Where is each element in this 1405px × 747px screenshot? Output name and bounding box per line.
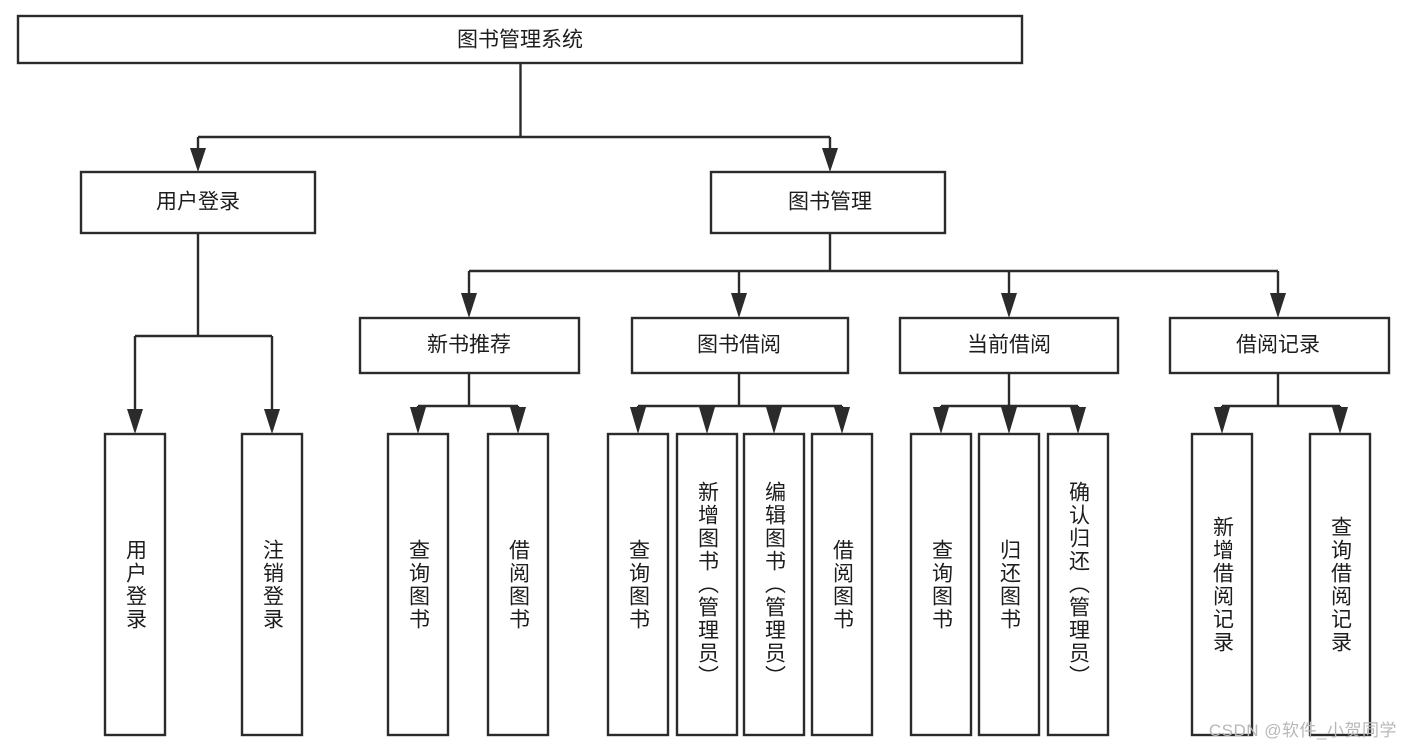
arrow-head-icon [461, 293, 477, 318]
arrow-head-icon [699, 407, 715, 434]
node-book-mgmt-label: 图书管理 [788, 191, 872, 214]
node-leaf-box[interactable] [1046, 432, 1110, 737]
node-current-borrow-box[interactable] [898, 316, 1120, 375]
node-leaf-box[interactable] [103, 432, 167, 737]
node-leaf-box[interactable] [1308, 432, 1372, 737]
node-leaf-box[interactable] [810, 432, 874, 737]
node-leaf-box[interactable] [909, 432, 973, 737]
node-new-books-box[interactable] [358, 316, 581, 375]
arrow-head-icon [190, 148, 206, 172]
arrow-head-icon [510, 407, 526, 434]
arrow-head-icon [933, 407, 949, 434]
node-user-login-box[interactable] [79, 170, 317, 235]
arrow-head-icon [127, 409, 143, 434]
node-borrow-label: 图书借阅 [697, 334, 781, 357]
node-leaf-box[interactable] [742, 432, 806, 737]
node-leaf-box[interactable] [486, 432, 550, 737]
arrow-head-icon [1332, 407, 1348, 434]
arrow-head-icon [264, 409, 280, 434]
nodes-layer: 图书管理系统 用户登录 图书管理 新书推荐 图书借阅 当前借阅 借阅记录 [16, 14, 1391, 737]
node-leaf-box[interactable] [240, 432, 304, 737]
edges-layer [127, 63, 1348, 434]
node-borrow-records-box[interactable] [1168, 316, 1391, 375]
node-book-mgmt-box[interactable] [709, 170, 947, 235]
arrow-head-icon [731, 293, 747, 318]
node-new-books-label: 新书推荐 [427, 334, 511, 357]
arrow-head-icon [1214, 407, 1230, 434]
node-leaf-box[interactable] [1190, 432, 1254, 737]
arrow-head-icon [766, 407, 782, 434]
node-borrow-box[interactable] [630, 316, 850, 375]
arrow-head-icon [410, 407, 426, 434]
arrow-head-icon [1001, 293, 1017, 318]
arrow-head-icon [834, 407, 850, 434]
arrow-head-icon [630, 407, 646, 434]
node-leaf-box[interactable] [675, 432, 739, 737]
node-user-login-label: 用户登录 [156, 191, 240, 214]
node-root-box[interactable] [16, 14, 1024, 65]
node-leaf-box[interactable] [977, 432, 1041, 737]
node-leaf-box[interactable] [606, 432, 670, 737]
arrow-head-icon [822, 148, 838, 172]
node-current-borrow-label: 当前借阅 [967, 334, 1051, 357]
csdn-watermark: CSDN @软件_小贺同学 [1208, 721, 1397, 740]
arrow-head-icon [1270, 293, 1286, 318]
node-borrow-records-label: 借阅记录 [1236, 334, 1320, 357]
node-leaf-box[interactable] [386, 432, 450, 737]
arrow-head-icon [1001, 407, 1017, 434]
node-root-label: 图书管理系统 [457, 29, 583, 52]
arrow-head-icon [1070, 407, 1086, 434]
